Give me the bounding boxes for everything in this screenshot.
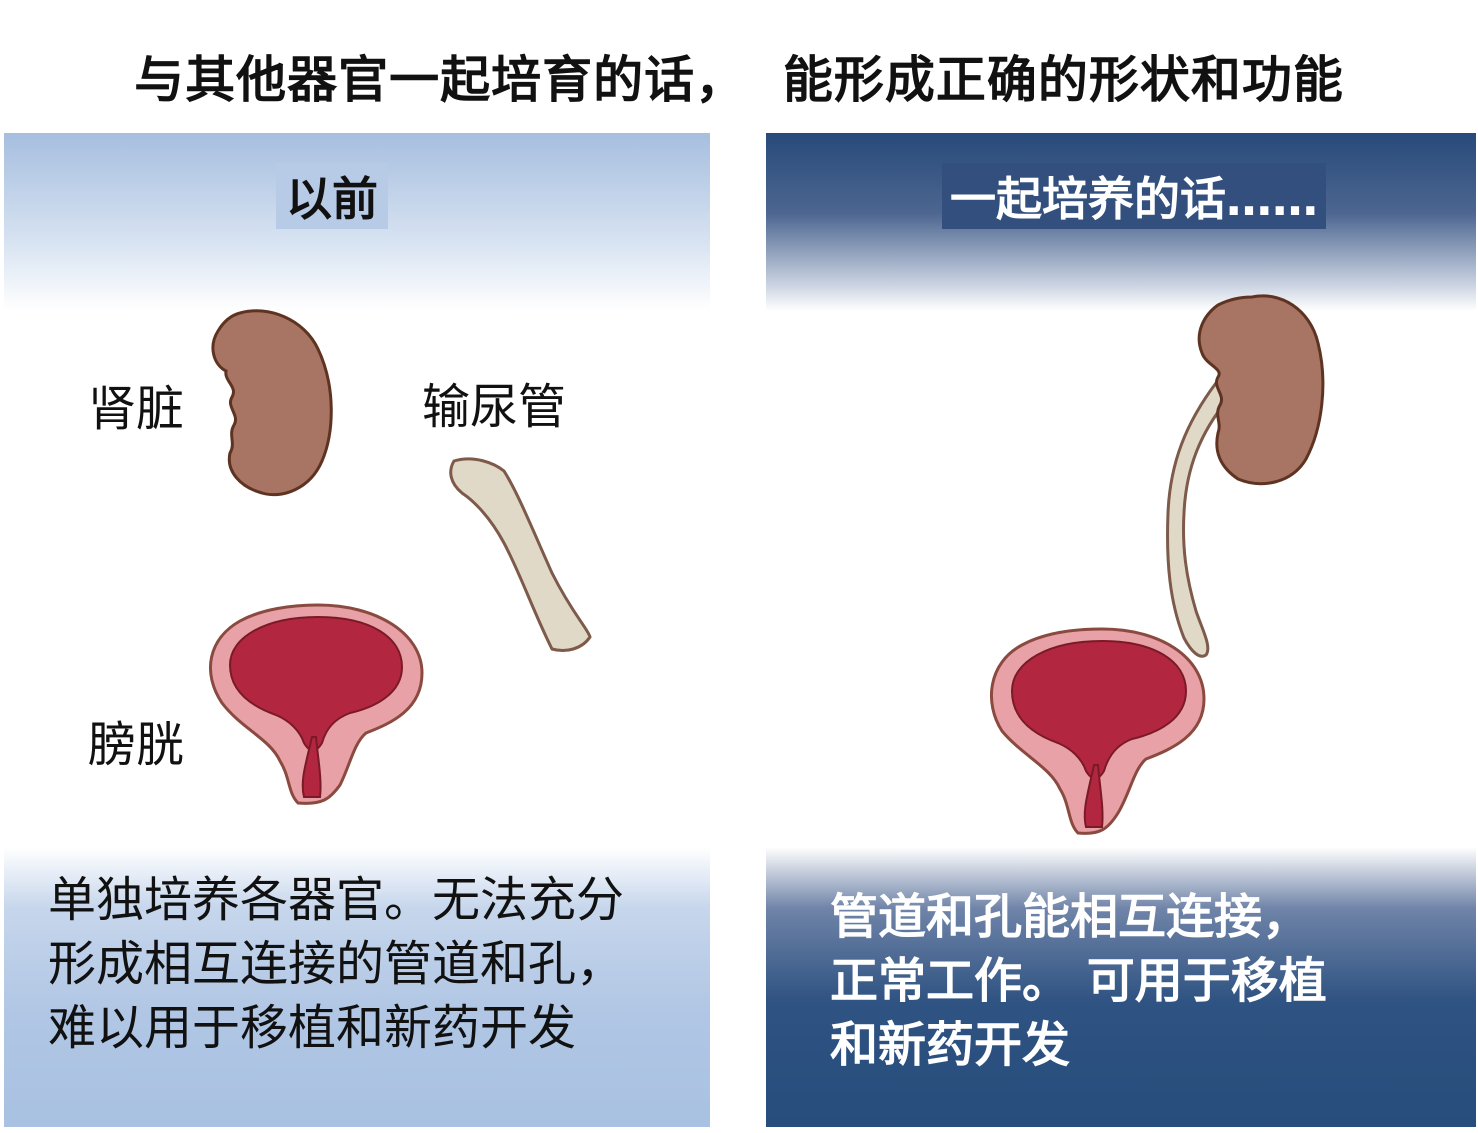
organs-separate — [208, 309, 592, 805]
bladder-icon — [989, 627, 1206, 835]
panel-before: 以前 肾脏 输尿管 膀胱 单独培养各器官。无法充分 形成相互连接的管道和孔， 难… — [4, 133, 710, 1127]
description-line: 单独培养各器官。无法充分 — [48, 872, 625, 928]
kidney-icon — [1197, 294, 1325, 486]
panel-footer-band — [766, 847, 1476, 1127]
description-line: 正常工作。 可用于移植 — [830, 953, 1327, 1009]
panel-together: 一起培养的话…… 管道和孔能相互连接， 正常工作。 可用于移植 和新药开发 — [766, 133, 1476, 1127]
description-line: 管道和孔能相互连接， — [830, 889, 1311, 945]
panel-footer-band — [4, 847, 710, 1127]
description-line: 难以用于移植和新药开发 — [48, 1000, 577, 1056]
organs-connected — [989, 294, 1325, 835]
ureter-icon — [1166, 380, 1230, 658]
ureter-icon — [449, 457, 592, 652]
label-bladder: 膀胱 — [88, 705, 185, 775]
label-ureter: 输尿管 — [422, 367, 567, 437]
page-title: 与其他器官一起培育的话， 能形成正确的形状和功能 — [134, 51, 1344, 109]
label-kidney: 肾脏 — [88, 369, 185, 439]
panel-heading-together: 一起培养的话…… — [942, 163, 1326, 229]
kidney-icon — [211, 309, 333, 497]
description-line: 和新药开发 — [830, 1017, 1071, 1073]
panel-heading-before: 以前 — [276, 163, 388, 229]
description-line: 形成相互连接的管道和孔， — [48, 936, 625, 992]
description-together: 管道和孔能相互连接， 正常工作。 可用于移植 和新药开发 — [830, 885, 1450, 1077]
description-before: 单独培养各器官。无法充分 形成相互连接的管道和孔， 难以用于移植和新药开发 — [48, 868, 698, 1060]
bladder-icon — [208, 603, 424, 805]
